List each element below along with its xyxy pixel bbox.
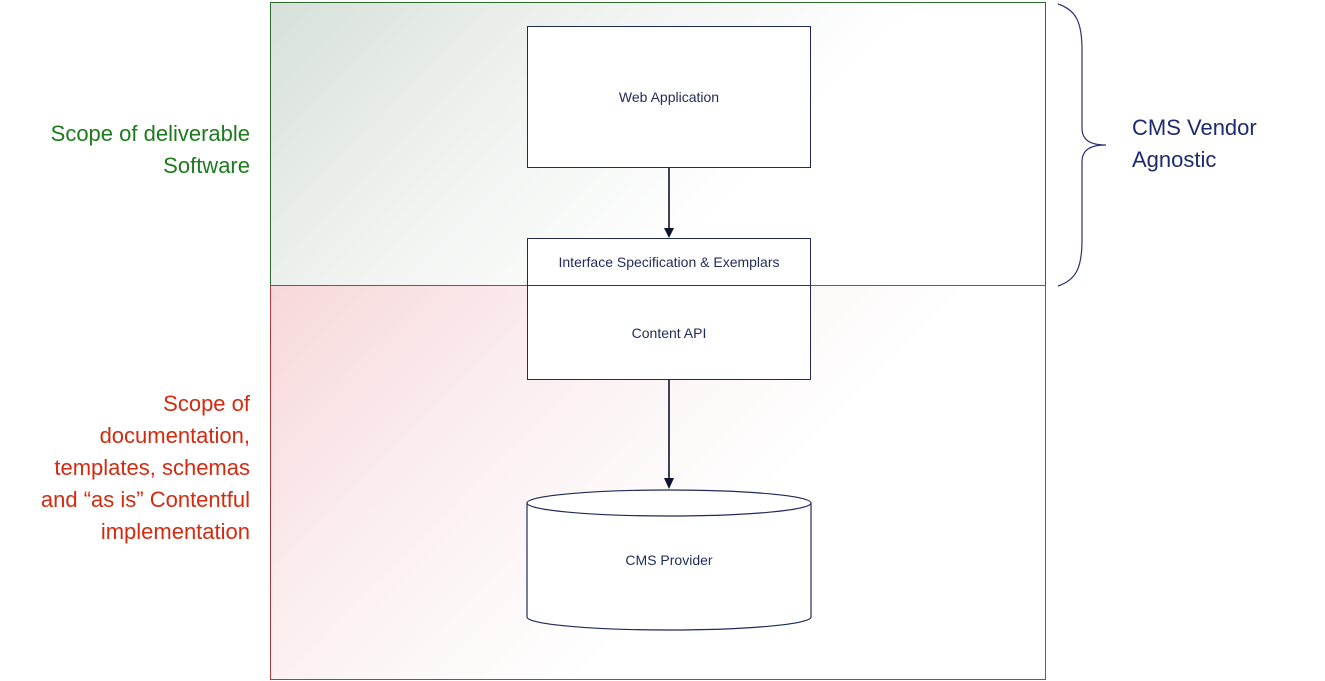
content-api-label: Content API <box>631 324 707 341</box>
content-api-section: Content API <box>528 286 810 379</box>
documentation-scope-label: Scope of documentation, templates, schem… <box>40 391 250 544</box>
web-application-node: Web Application <box>527 26 811 168</box>
web-application-label: Web Application <box>618 89 720 105</box>
deliverable-scope-label: Scope of deliverable Software <box>50 121 250 178</box>
vendor-agnostic-label: CMS Vendor Agnostic <box>1132 115 1257 172</box>
arrow-api-to-cms <box>664 380 674 489</box>
vendor-agnostic-brace <box>1057 3 1107 287</box>
interface-spec-label: Interface Specification & Exemplars <box>558 254 780 270</box>
cms-provider-cylinder <box>526 489 812 631</box>
cms-provider-label: CMS Provider <box>625 552 713 568</box>
content-api-node: Interface Specification & Exemplars Cont… <box>527 238 811 380</box>
arrow-web-to-interface <box>664 168 674 238</box>
interface-spec-section: Interface Specification & Exemplars <box>528 239 810 286</box>
